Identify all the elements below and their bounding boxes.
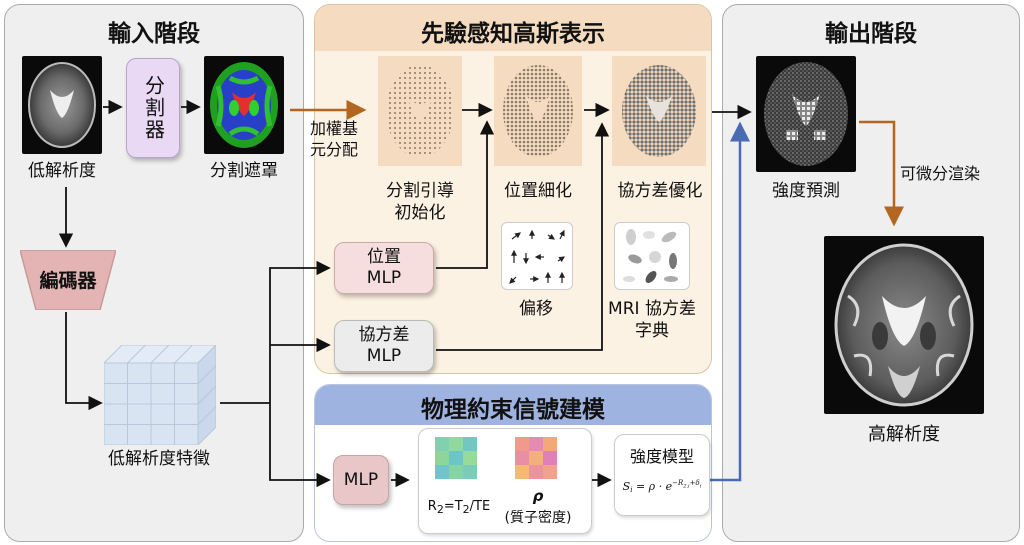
position-mlp-button[interactable]: 位置 MLP	[334, 242, 434, 294]
covariance-opt-label: 協方差優化	[608, 180, 712, 202]
r2-label: R2=T2/TE	[419, 499, 499, 516]
encoder-trapezoid[interactable]: 編碼器	[20, 250, 116, 310]
seg-mask-label: 分割遮罩	[194, 160, 294, 182]
segmentation-mask-image	[204, 56, 284, 154]
position-refine-label: 位置細化	[488, 180, 588, 202]
low-res-features-cube	[104, 345, 216, 445]
low-res-brain-image	[22, 56, 102, 154]
segmenter-label: 分割器	[143, 75, 164, 141]
physics-mlp-button[interactable]: MLP	[333, 455, 389, 505]
covariance-mlp-button[interactable]: 協方差 MLP	[334, 320, 434, 372]
r2-map-grid	[435, 437, 477, 479]
seg-guided-init-image	[378, 56, 462, 166]
weighted-allocation-label: 加權基 元分配	[298, 118, 370, 160]
position-mlp-label: 位置 MLP	[367, 247, 401, 289]
seg-init-label: 分割引導 初始化	[370, 180, 470, 224]
covariance-dict-label: MRI 協方差 字典	[596, 298, 708, 342]
params-box: R2=T2/TE ρ (質子密度)	[418, 428, 592, 534]
high-res-brain-image	[824, 236, 984, 414]
high-res-label: 高解析度	[844, 424, 964, 446]
low-res-label: 低解析度	[12, 160, 112, 182]
covariance-opt-image	[612, 56, 706, 166]
covariance-dict-box	[614, 222, 690, 290]
rho-symbol: ρ	[499, 487, 577, 505]
intensity-prediction-image	[756, 56, 856, 172]
intensity-formula: Si = ρ · e−R2,i+δi	[615, 479, 709, 494]
intensity-model-label: 強度模型	[615, 443, 709, 467]
position-refine-image	[494, 56, 582, 166]
segmenter-box[interactable]: 分割器	[126, 58, 180, 158]
rho-map-grid	[515, 437, 557, 479]
diff-render-label: 可微分渲染	[900, 160, 1010, 184]
offset-label: 偏移	[486, 298, 586, 320]
low-res-features-label: 低解析度特徵	[94, 448, 224, 470]
intensity-pred-label: 強度預測	[756, 180, 856, 202]
intensity-model-box: 強度模型 Si = ρ · e−R2,i+δi	[614, 434, 710, 516]
physics-mlp-label: MLP	[344, 470, 378, 491]
offset-arrows-box	[501, 222, 573, 290]
covariance-mlp-label: 協方差 MLP	[359, 325, 410, 367]
encoder-label: 編碼器	[20, 266, 116, 293]
rho-label: (質子密度)	[493, 507, 583, 527]
